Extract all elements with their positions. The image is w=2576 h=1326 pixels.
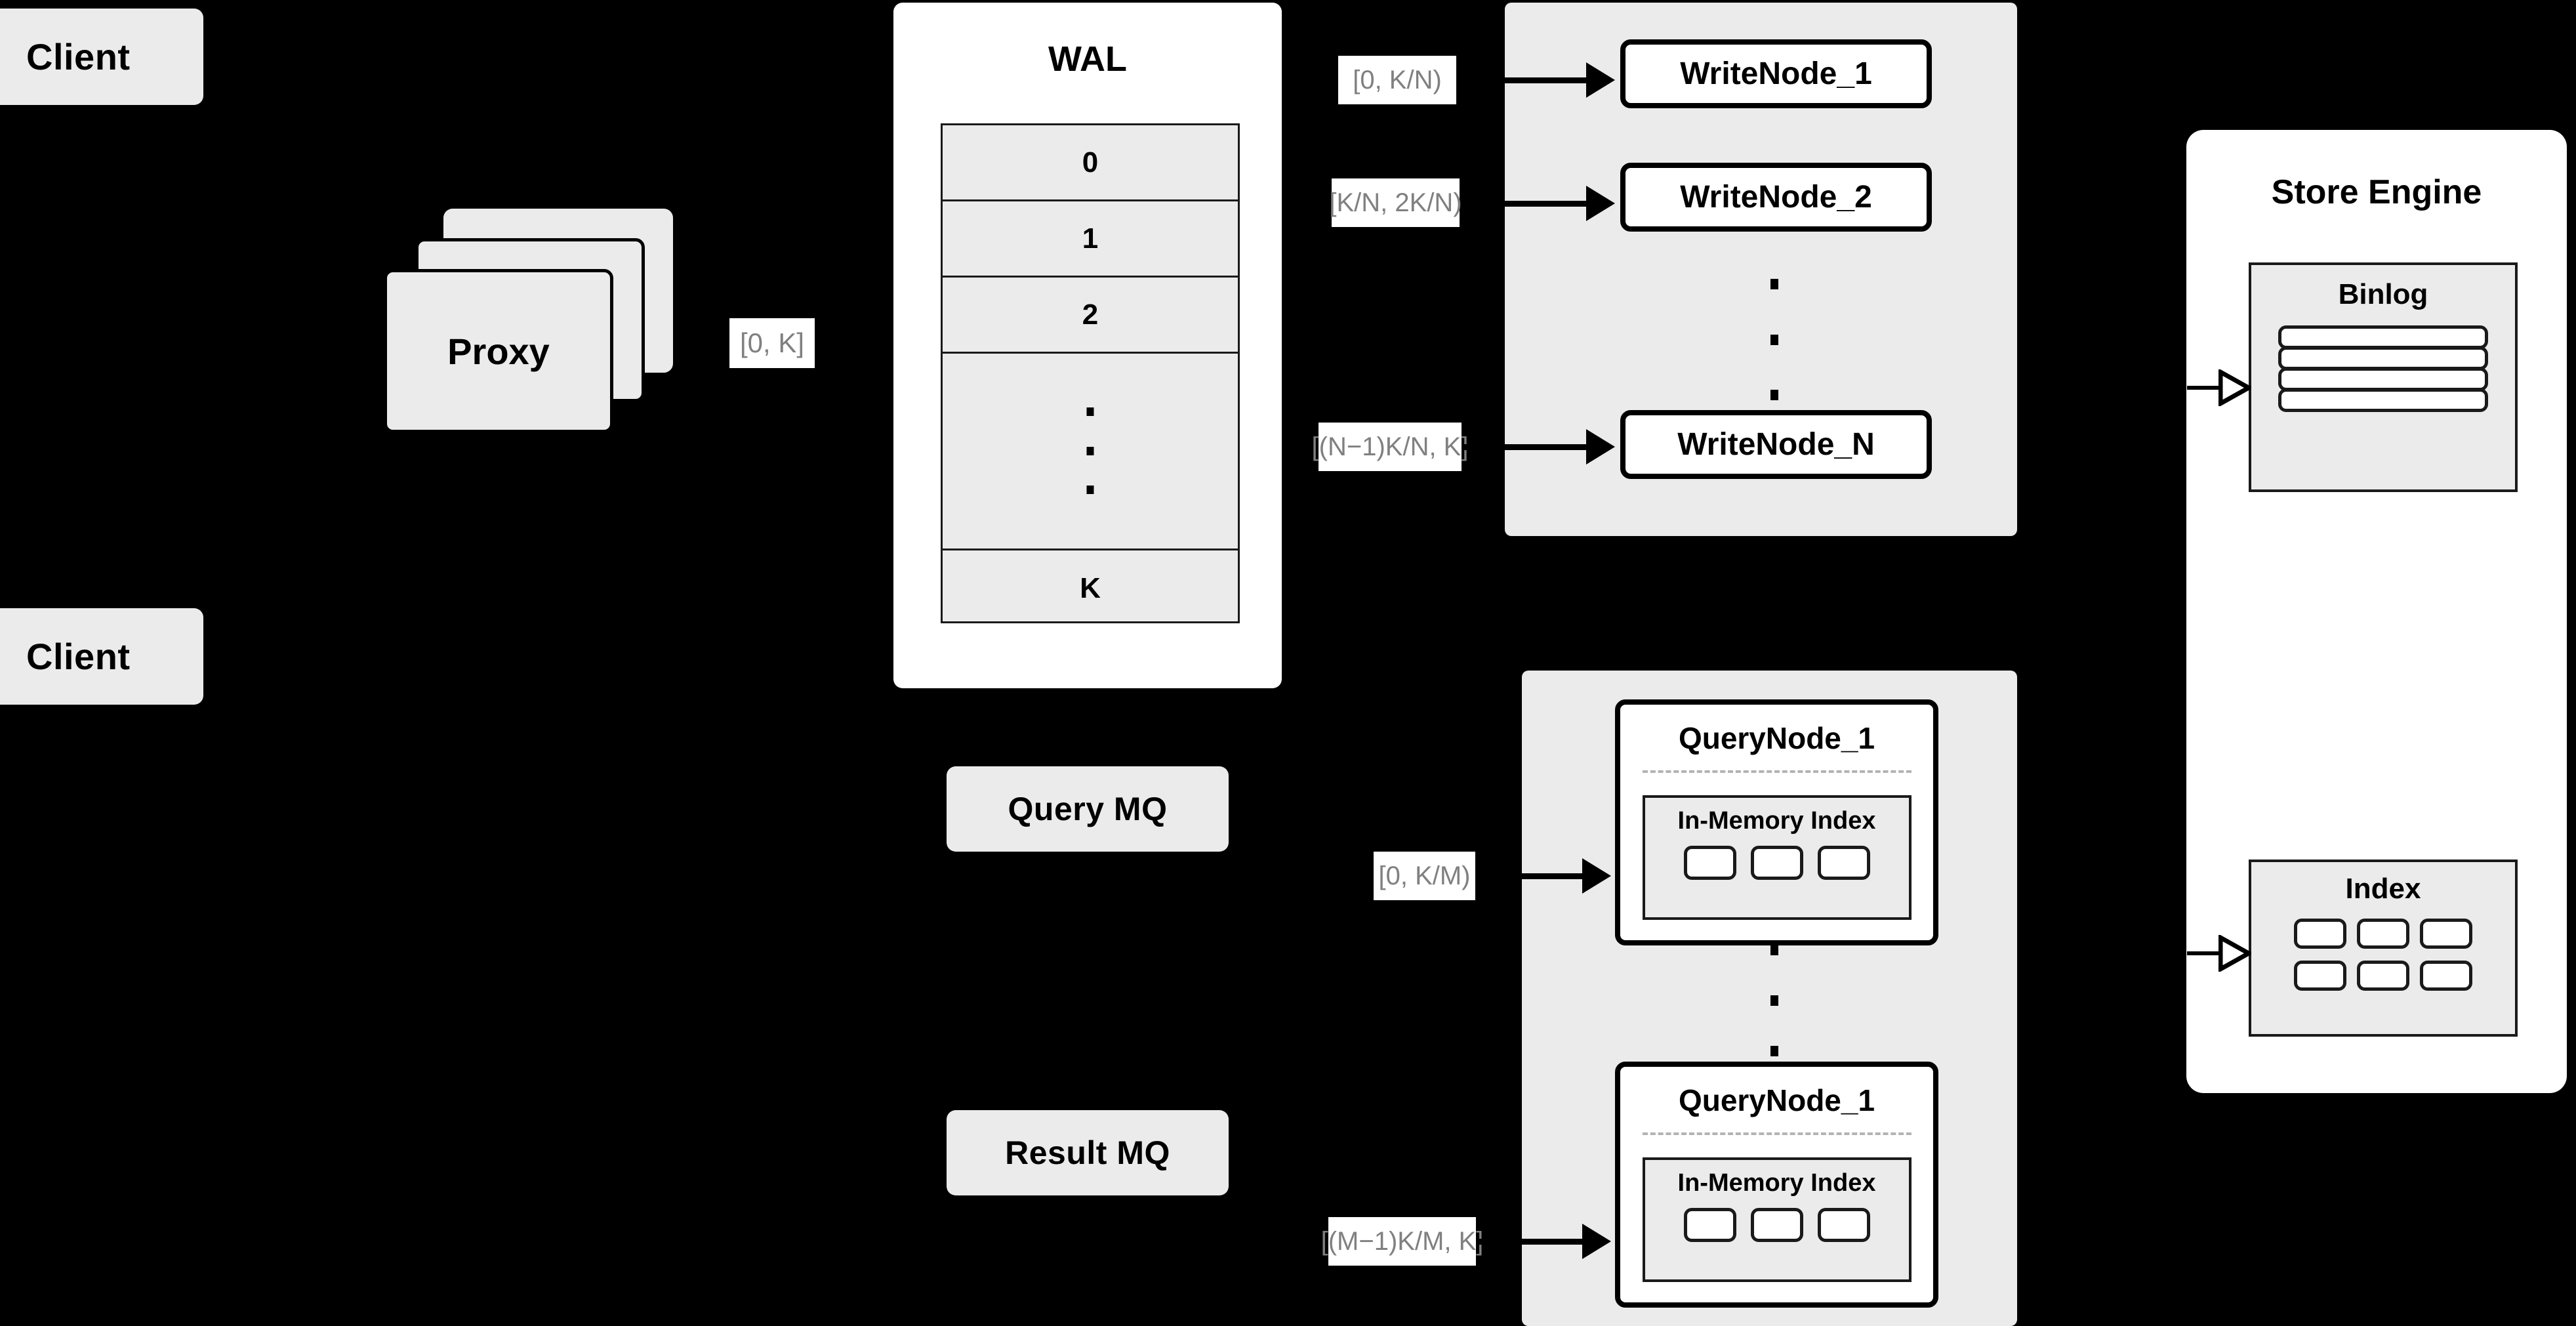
write-arrow-head-1 <box>1586 62 1615 98</box>
index-box: Index <box>2249 860 2518 1037</box>
write-range-text-2: [K/N, 2K/N) <box>1329 188 1462 217</box>
query-range-text-2: [(M−1)K/M, K] <box>1320 1226 1484 1256</box>
write-arrow-head-n <box>1586 429 1615 465</box>
query-mq-box[interactable]: Query MQ <box>947 766 1229 852</box>
query-node-1-title: QueryNode_1 <box>1678 721 1875 755</box>
query-node-2-memory-index-title: In-Memory Index <box>1677 1169 1876 1197</box>
query-node-2[interactable]: QueryNode_1 In-Memory Index <box>1615 1062 1938 1308</box>
index-cell-1-1[interactable] <box>2294 919 2346 949</box>
write-node-2-label: WriteNode_2 <box>1680 180 1872 215</box>
proxy-range-text: [0, K] <box>739 327 805 358</box>
wal-row-2: 2 <box>943 278 1238 354</box>
query-arrow-line-1 <box>1477 873 1585 879</box>
index-arrow-head-icon <box>2218 935 2251 972</box>
store-engine-title: Store Engine <box>2271 173 2482 211</box>
index-grid <box>2251 919 2515 991</box>
index-row-1 <box>2294 919 2472 949</box>
write-node-ellipsis-dots <box>1769 279 1780 400</box>
write-arrow-line-1 <box>1462 77 1589 83</box>
wal-title: WAL <box>1048 39 1127 79</box>
write-arrow-line-2 <box>1462 201 1589 207</box>
wal-table: 0 1 2 K <box>941 123 1240 623</box>
wal-row-1: 1 <box>943 201 1238 278</box>
query-arrow-head-2 <box>1582 1224 1611 1259</box>
binlog-row-3[interactable] <box>2278 367 2488 391</box>
query-node-1-slots <box>1645 846 1909 880</box>
query-mq-label: Query MQ <box>1008 791 1168 827</box>
write-range-label-n: [(N−1)K/N, K] <box>1312 423 1468 471</box>
index-cell-2-1[interactable] <box>2294 961 2346 991</box>
query-arrow-line-2 <box>1477 1239 1585 1245</box>
binlog-title: Binlog <box>2338 278 2428 310</box>
write-arrow-line-n <box>1462 444 1589 450</box>
query-arrow-head-1 <box>1582 858 1611 894</box>
index-cell-1-3[interactable] <box>2420 919 2472 949</box>
binlog-arrow-line <box>2187 386 2226 390</box>
binlog-rows <box>2251 325 2515 412</box>
write-arrow-head-2 <box>1586 186 1615 221</box>
index-cell-2-2[interactable] <box>2357 961 2409 991</box>
wal-row-ellipsis <box>943 354 1238 550</box>
index-cell-1-2[interactable] <box>2357 919 2409 949</box>
wal-ellipsis-dots <box>1086 407 1094 494</box>
wal-row-K: K <box>1080 572 1101 604</box>
query-node-1-slot-3[interactable] <box>1817 846 1870 880</box>
query-node-1-slot-2[interactable] <box>1750 846 1803 880</box>
write-range-label-2: [K/N, 2K/N) <box>1329 178 1462 227</box>
query-range-text-1: [0, K/M) <box>1378 861 1471 890</box>
query-node-1-memory-index: In-Memory Index <box>1642 795 1912 920</box>
write-range-text-1: [0, K/N) <box>1353 65 1442 94</box>
client-label-2: Client <box>26 636 131 677</box>
query-node-2-slot-2[interactable] <box>1750 1208 1803 1242</box>
write-node-2[interactable]: WriteNode_2 <box>1620 163 1932 232</box>
write-range-label-1: [0, K/N) <box>1338 56 1456 104</box>
query-node-1-separator <box>1642 770 1912 773</box>
wal-row-0: 0 <box>943 125 1238 201</box>
query-node-ellipsis-dots <box>1769 945 1780 1056</box>
index-cell-2-3[interactable] <box>2420 961 2472 991</box>
proxy-range-label: [0, K] <box>729 318 815 368</box>
client-box-1[interactable]: Client <box>0 9 203 105</box>
query-node-1[interactable]: QueryNode_1 In-Memory Index <box>1615 699 1938 945</box>
proxy-card-front[interactable]: Proxy <box>384 269 613 433</box>
query-range-label-2: [(M−1)K/M, K] <box>1321 1217 1483 1266</box>
proxy-label: Proxy <box>447 330 550 372</box>
query-node-2-title: QueryNode_1 <box>1678 1083 1875 1117</box>
write-node-1-label: WriteNode_1 <box>1680 56 1872 91</box>
query-node-2-memory-index: In-Memory Index <box>1642 1157 1912 1282</box>
write-node-n[interactable]: WriteNode_N <box>1620 410 1932 479</box>
binlog-arrow-head-icon <box>2218 369 2251 406</box>
query-node-2-slot-1[interactable] <box>1683 1208 1736 1242</box>
query-node-2-slots <box>1645 1208 1909 1242</box>
result-mq-label: Result MQ <box>1005 1134 1170 1171</box>
binlog-row-1[interactable] <box>2278 325 2488 349</box>
index-row-2 <box>2294 961 2472 991</box>
index-title: Index <box>2345 873 2421 905</box>
binlog-row-2[interactable] <box>2278 346 2488 370</box>
index-arrow-line <box>2187 951 2226 955</box>
binlog-row-4[interactable] <box>2278 388 2488 412</box>
write-node-1[interactable]: WriteNode_1 <box>1620 39 1932 108</box>
binlog-box: Binlog <box>2249 262 2518 492</box>
query-node-1-memory-index-title: In-Memory Index <box>1677 807 1876 835</box>
query-node-2-slot-3[interactable] <box>1817 1208 1870 1242</box>
client-label-1: Client <box>26 36 131 77</box>
query-node-2-separator <box>1642 1132 1912 1135</box>
query-range-label-1: [0, K/M) <box>1374 852 1475 900</box>
result-mq-box[interactable]: Result MQ <box>947 1110 1229 1195</box>
write-range-text-n: [(N−1)K/N, K] <box>1311 432 1469 461</box>
query-node-1-slot-1[interactable] <box>1683 846 1736 880</box>
client-box-2[interactable]: Client <box>0 608 203 705</box>
write-node-n-label: WriteNode_N <box>1677 427 1875 462</box>
